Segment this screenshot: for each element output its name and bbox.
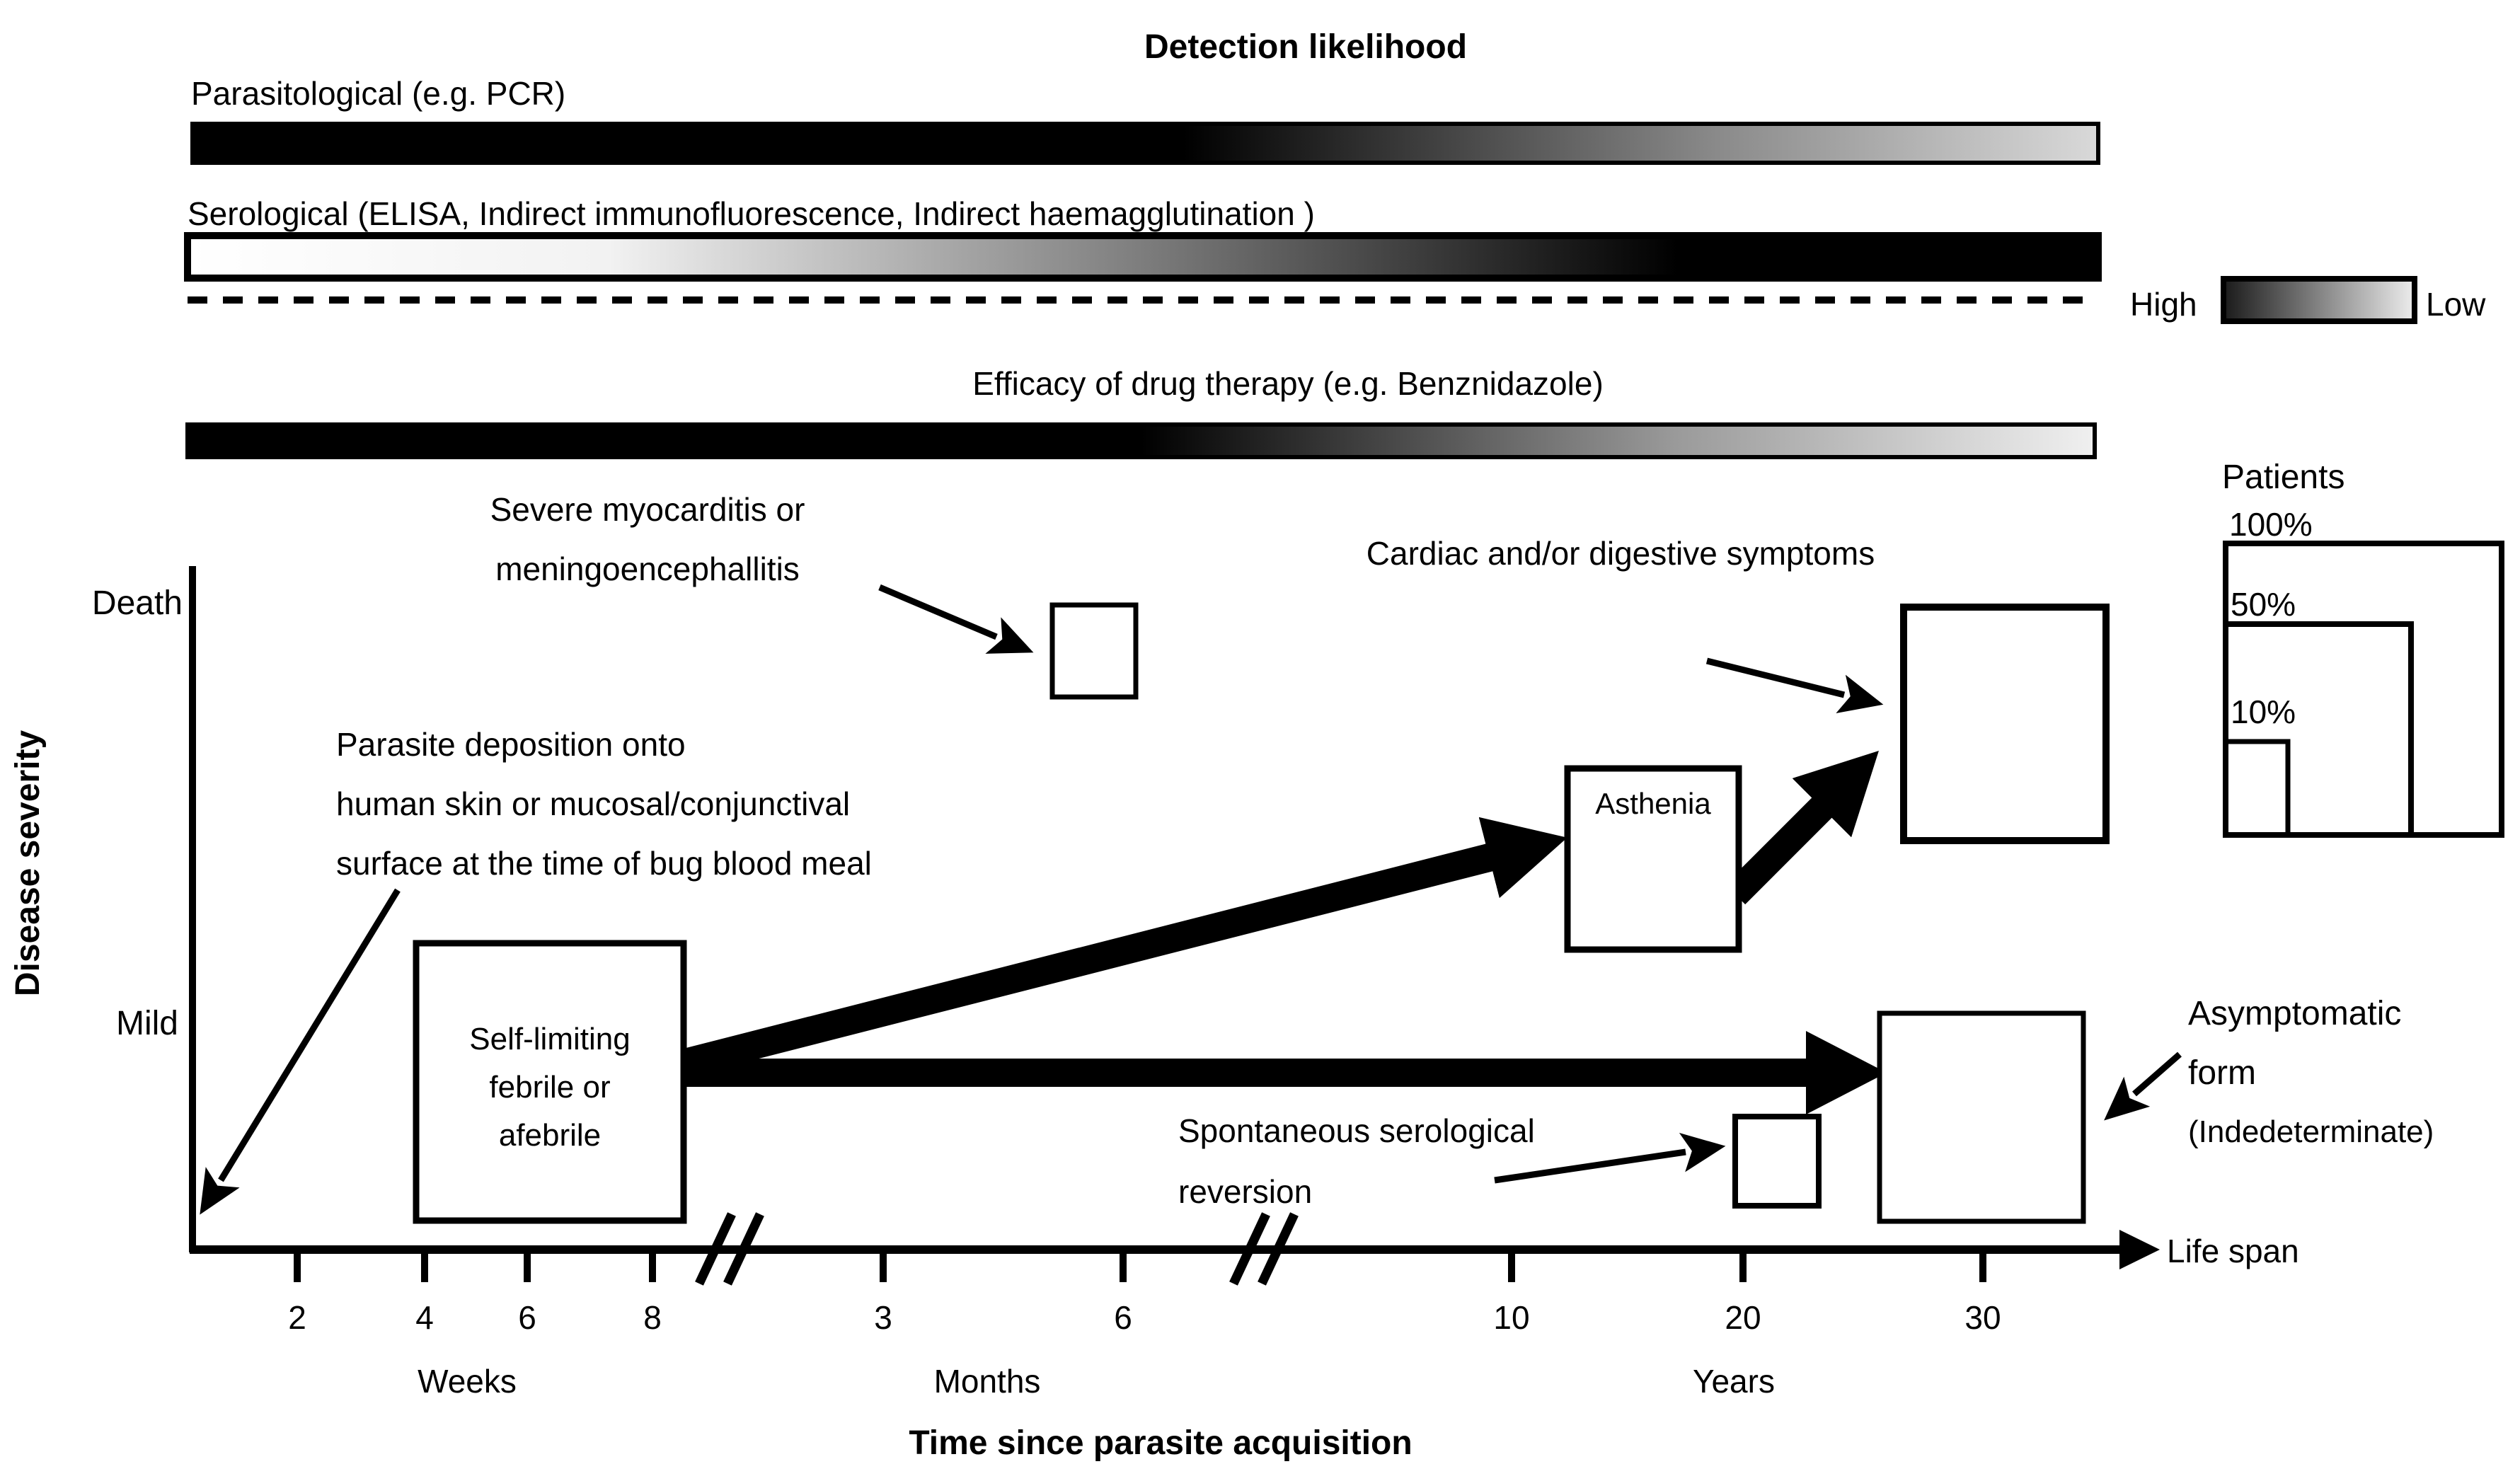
cardiac-digestive-box [1900,604,2110,844]
severe-myocarditis-box [1049,602,1139,700]
self-limiting-box [413,940,687,1224]
x-tick-year-20: 20 [1725,1299,1761,1336]
asymptomatic-label-line3: (Indedeterminate) [2188,1114,2434,1149]
asymptomatic-pointer-arrow [2104,1051,2182,1121]
efficacy-gradient-bar [185,422,2097,459]
x-tick-week-8: 8 [643,1299,662,1336]
patients-10-square [2223,739,2291,838]
asymptomatic-label-line1: Asymptomatic [2188,995,2401,1032]
x-tick-month-6: 6 [1114,1299,1132,1336]
asthenia-to-cardiac-arrow [1725,751,1879,905]
severe-myocarditis-label-line1: Severe myocarditis or [490,491,805,528]
serological-reversion-box [1732,1114,1822,1209]
patients-50-square [2223,621,2414,838]
serological-reversion-pointer-arrow [1494,1133,1726,1184]
x-group-weeks-label: Weeks [418,1363,517,1400]
serological-reversion-label-line1: Spontaneous serological [1178,1112,1535,1149]
x-tick-week-2: 2 [288,1299,306,1336]
asthenia-box [1564,765,1742,953]
x-axis-title: Time since parasite acquisition [909,1424,1412,1462]
parasitological-gradient-bar [190,122,2100,165]
parasite-deposition-pointer-arrow [200,888,401,1215]
asthenia-text: Asthenia [1595,787,1711,820]
serological-reversion-label-line2: reversion [1178,1173,1312,1210]
self-limiting-text-line3: afebrile [499,1118,601,1153]
acute-to-asthenia-arrow [681,817,1567,1077]
cardiac-symptoms-pointer-arrow [1705,657,1884,713]
x-axis-arrowhead-icon [2119,1230,2160,1269]
parasitological-label: Parasitological (e.g. PCR) [191,75,565,112]
x-tick-month-3: 3 [874,1299,892,1336]
high-low-gradient-legend [2221,276,2417,324]
scale-high-label: High [2130,286,2197,323]
patients-100-label: 100% [2229,506,2313,543]
serological-label: Serological (ELISA, Indirect immunofluor… [188,195,1315,232]
axis-break-1-slash-icon [723,1212,764,1286]
efficacy-label: Efficacy of drug therapy (e.g. Benznidaz… [972,365,1604,402]
y-tick-death: Death [92,584,183,622]
parasite-deposition-label-line1: Parasite deposition onto [336,726,686,763]
x-group-months-label: Months [934,1363,1041,1400]
self-limiting-text-line2: febrile or [489,1070,610,1105]
patients-50-label: 50% [2231,586,2296,623]
asymptomatic-label-line2: form [2188,1054,2256,1092]
severe-myocarditis-label-line2: meningoencephallitis [495,551,800,587]
axis-break-2-slash-icon [1258,1212,1299,1286]
x-tick-week-4: 4 [415,1299,434,1336]
scale-low-label: Low [2426,286,2486,323]
patients-10-label: 10% [2231,693,2296,730]
parasite-deposition-label-line2: human skin or mucosal/conjunctival [336,785,850,822]
detection-likelihood-title: Detection likelihood [1144,28,1467,66]
x-tick-year-30: 30 [1964,1299,2001,1336]
cardiac-symptoms-label: Cardiac and/or digestive symptoms [1367,535,1875,572]
x-axis-lifespan-label: Life span [2167,1233,2299,1269]
self-limiting-text-line1: Self-limiting [469,1022,630,1056]
x-axis-ticks [294,1250,1986,1282]
severe-myocarditis-pointer-arrow [878,584,1034,654]
parasite-deposition-label-line3: surface at the time of bug blood meal [336,845,872,882]
x-tick-year-10: 10 [1493,1299,1529,1336]
axis-break-2-slash-icon [1229,1212,1270,1286]
axis-break-1-slash-icon [695,1212,736,1286]
asymptomatic-form-box [1877,1010,2086,1224]
y-tick-mild: Mild [116,1005,178,1042]
y-axis-label: Disease severity [9,730,47,997]
x-tick-week-6: 6 [518,1299,536,1336]
patients-legend-title: Patients [2222,459,2344,496]
x-group-years-label: Years [1693,1363,1775,1400]
serological-gradient-bar [184,232,2102,282]
